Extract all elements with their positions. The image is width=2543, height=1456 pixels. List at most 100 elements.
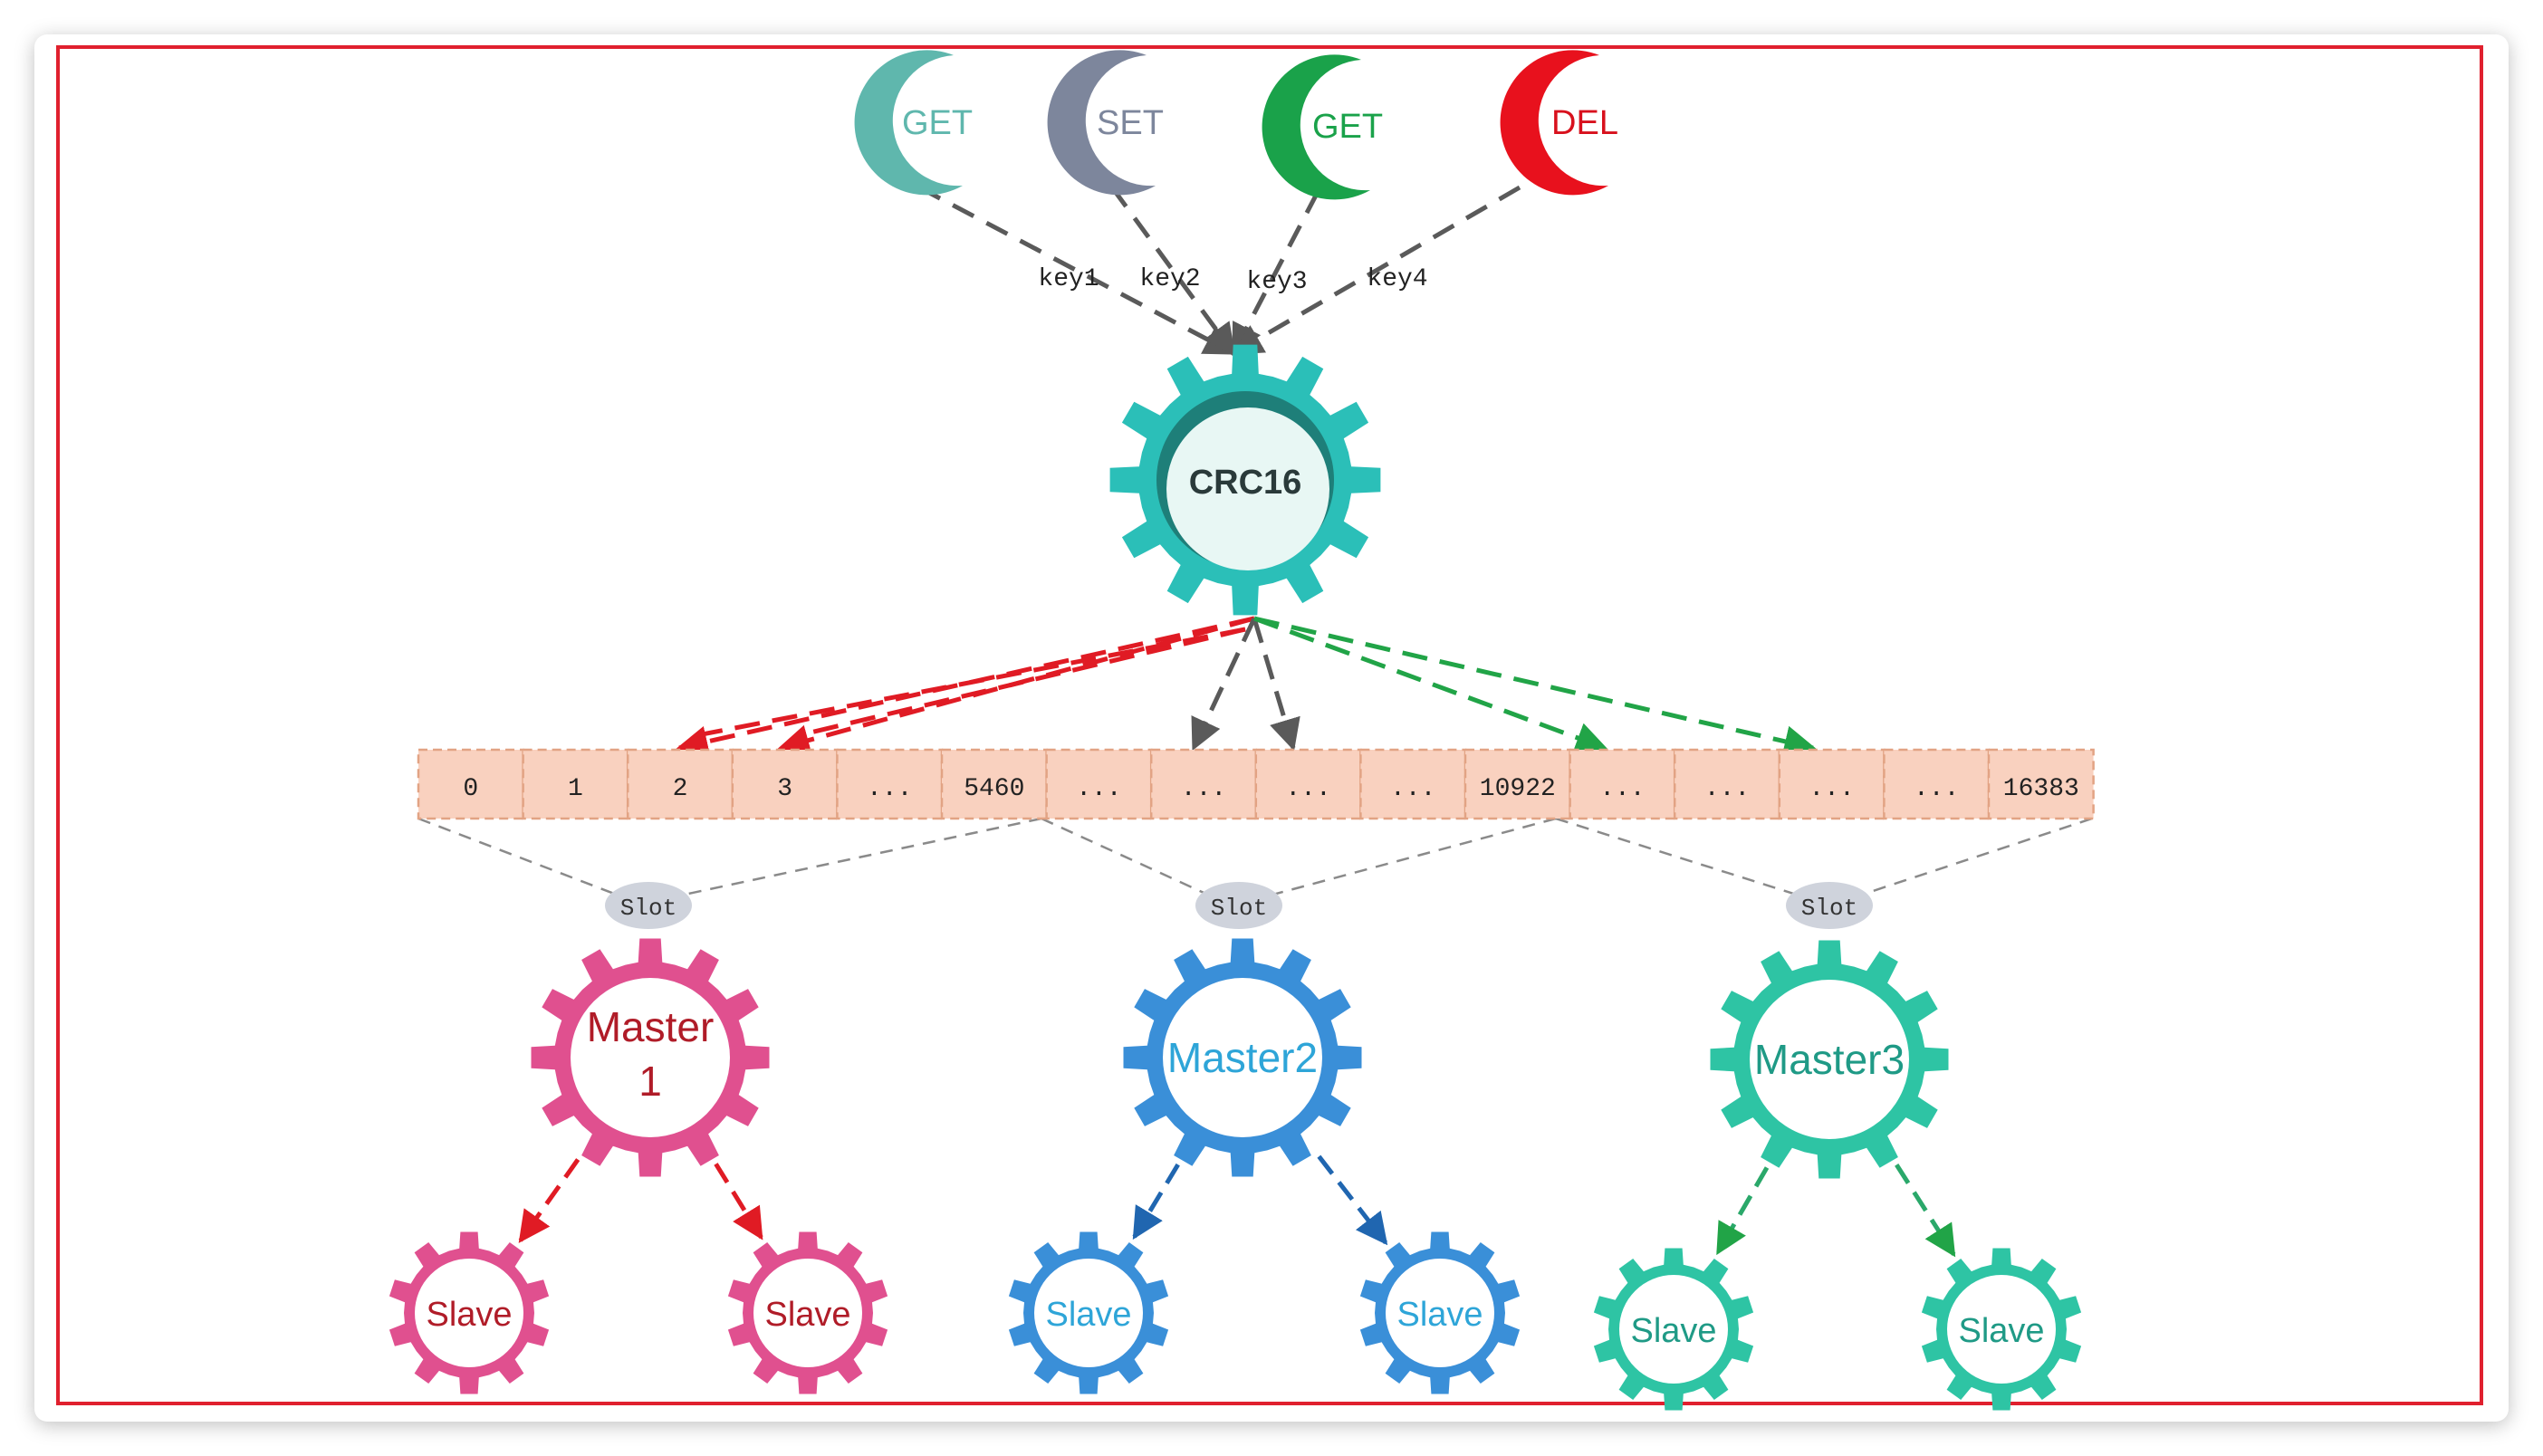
command-label: GET xyxy=(902,104,973,142)
slave-label: Slave xyxy=(426,1296,512,1334)
slot-cell: 5460 xyxy=(940,748,1048,820)
slave-node: Slave xyxy=(1359,1231,1521,1394)
command-crescent-icon xyxy=(1500,50,1608,196)
slot-cell-box xyxy=(1149,748,1258,820)
slot-cell-label: 16383 xyxy=(2003,775,2079,803)
slave-gear-center xyxy=(753,1259,862,1367)
slot-cell-label: ... xyxy=(1914,775,1959,803)
slot-cell-box xyxy=(731,748,839,820)
master-gear-center xyxy=(571,978,730,1137)
slave-gear-center xyxy=(1619,1275,1728,1384)
slave-gear xyxy=(1359,1231,1521,1394)
slot-tag xyxy=(1786,882,1873,929)
slot-cell-label: ... xyxy=(1704,775,1750,803)
links-layer xyxy=(417,185,2093,1258)
command-label: SET xyxy=(1097,104,1164,142)
slot-cell-box xyxy=(1778,748,1886,820)
slot-cell-label: ... xyxy=(867,775,912,803)
master-label: Master2 xyxy=(1167,1034,1318,1081)
slot-cell-box xyxy=(1045,748,1153,820)
slot-cell-box xyxy=(522,748,629,820)
slave-node: Slave xyxy=(727,1231,888,1394)
slot-range-line xyxy=(1555,817,1803,898)
command-crescent-icon xyxy=(1262,54,1370,200)
slave-gear-center xyxy=(415,1259,523,1367)
slave-gear xyxy=(1593,1248,1754,1411)
slot-cell-label: 2 xyxy=(673,775,688,803)
command-crescent-icon xyxy=(854,50,963,196)
slot-cell: 0 xyxy=(417,748,524,820)
master-to-slave-arrow xyxy=(518,1158,581,1243)
hash-to-slot-arrow-red-double xyxy=(696,627,1246,738)
slot-cell: 10922 xyxy=(1463,748,1571,820)
slot-range-line xyxy=(675,817,1042,898)
slot-cell: ... xyxy=(1149,748,1258,820)
command-key-label: key2 xyxy=(1139,265,1200,293)
command-link-1 xyxy=(917,185,1237,356)
slot-cell: ... xyxy=(1045,748,1153,820)
slave-node: Slave xyxy=(1008,1231,1169,1394)
slot-range-line xyxy=(1265,817,1557,898)
master-to-slave-arrow xyxy=(1895,1164,1956,1258)
master-gear xyxy=(1123,938,1362,1177)
master-to-slave-arrow xyxy=(1317,1154,1388,1246)
slot-cell-box xyxy=(1254,748,1362,820)
command-link-2 xyxy=(1109,186,1236,356)
slot-tag-label: Slot xyxy=(1801,895,1857,922)
slave-label: Slave xyxy=(1396,1296,1483,1334)
slot-range-line xyxy=(1856,817,2093,898)
command-get-3: GET key3 xyxy=(1246,54,1383,296)
slave-label: Slave xyxy=(1045,1296,1131,1334)
master-gear xyxy=(1710,940,1949,1179)
crc16-gear-center xyxy=(1166,407,1329,570)
slot-cell-box xyxy=(417,748,524,820)
slot-cell: ... xyxy=(1673,748,1781,820)
slave-node: Slave xyxy=(1593,1248,1754,1411)
command-crescent-icon xyxy=(1047,50,1156,196)
diagram-frame xyxy=(56,45,2483,1405)
command-link-4 xyxy=(1230,185,1521,356)
slot-cell-box xyxy=(940,748,1048,820)
command-link-3 xyxy=(1231,190,1320,357)
command-label: GET xyxy=(1312,108,1383,146)
slave-gear xyxy=(1008,1231,1169,1394)
slot-cell-label: 0 xyxy=(463,775,478,803)
slot-cell-label: 5460 xyxy=(964,775,1024,803)
slot-cell-box xyxy=(1883,748,1991,820)
slot-cell-label: 3 xyxy=(777,775,792,803)
slot-cell-label: 10922 xyxy=(1480,775,1556,803)
slot-cell-label: 1 xyxy=(568,775,583,803)
master-to-slave-arrow xyxy=(714,1163,763,1240)
command-set-2: SET key2 xyxy=(1047,50,1201,293)
slot-cell-label: ... xyxy=(1390,775,1435,803)
master-to-slave-arrow xyxy=(1715,1166,1770,1256)
command-key-label: key3 xyxy=(1246,268,1307,296)
slot-cell-label: ... xyxy=(1181,775,1226,803)
master-label: Master xyxy=(587,1003,715,1050)
slave-node: Slave xyxy=(1921,1248,2082,1411)
slot-cell-box xyxy=(1359,748,1467,820)
slot-cell: ... xyxy=(836,748,944,820)
slot-cell: 2 xyxy=(626,748,734,820)
slot-cell-box xyxy=(1987,748,2095,820)
slot-cell-box xyxy=(626,748,734,820)
slave-gear-center xyxy=(1034,1259,1143,1367)
master-gear-center xyxy=(1750,980,1909,1139)
slot-cell-label: ... xyxy=(1599,775,1645,803)
crc16-label: CRC16 xyxy=(1189,464,1302,502)
master-label: Master3 xyxy=(1754,1036,1905,1083)
master-gear-center xyxy=(1163,978,1322,1137)
hash-to-slot-arrow-gray xyxy=(1252,618,1300,752)
slot-range-line xyxy=(1041,817,1213,898)
crc16-gear: CRC16 xyxy=(1109,344,1381,616)
slave-gear xyxy=(727,1231,888,1394)
hash-to-slot-arrow-gray xyxy=(1191,617,1257,752)
slot-cell: ... xyxy=(1778,748,1886,820)
hash-to-slot-arrow-green xyxy=(1253,616,1817,757)
